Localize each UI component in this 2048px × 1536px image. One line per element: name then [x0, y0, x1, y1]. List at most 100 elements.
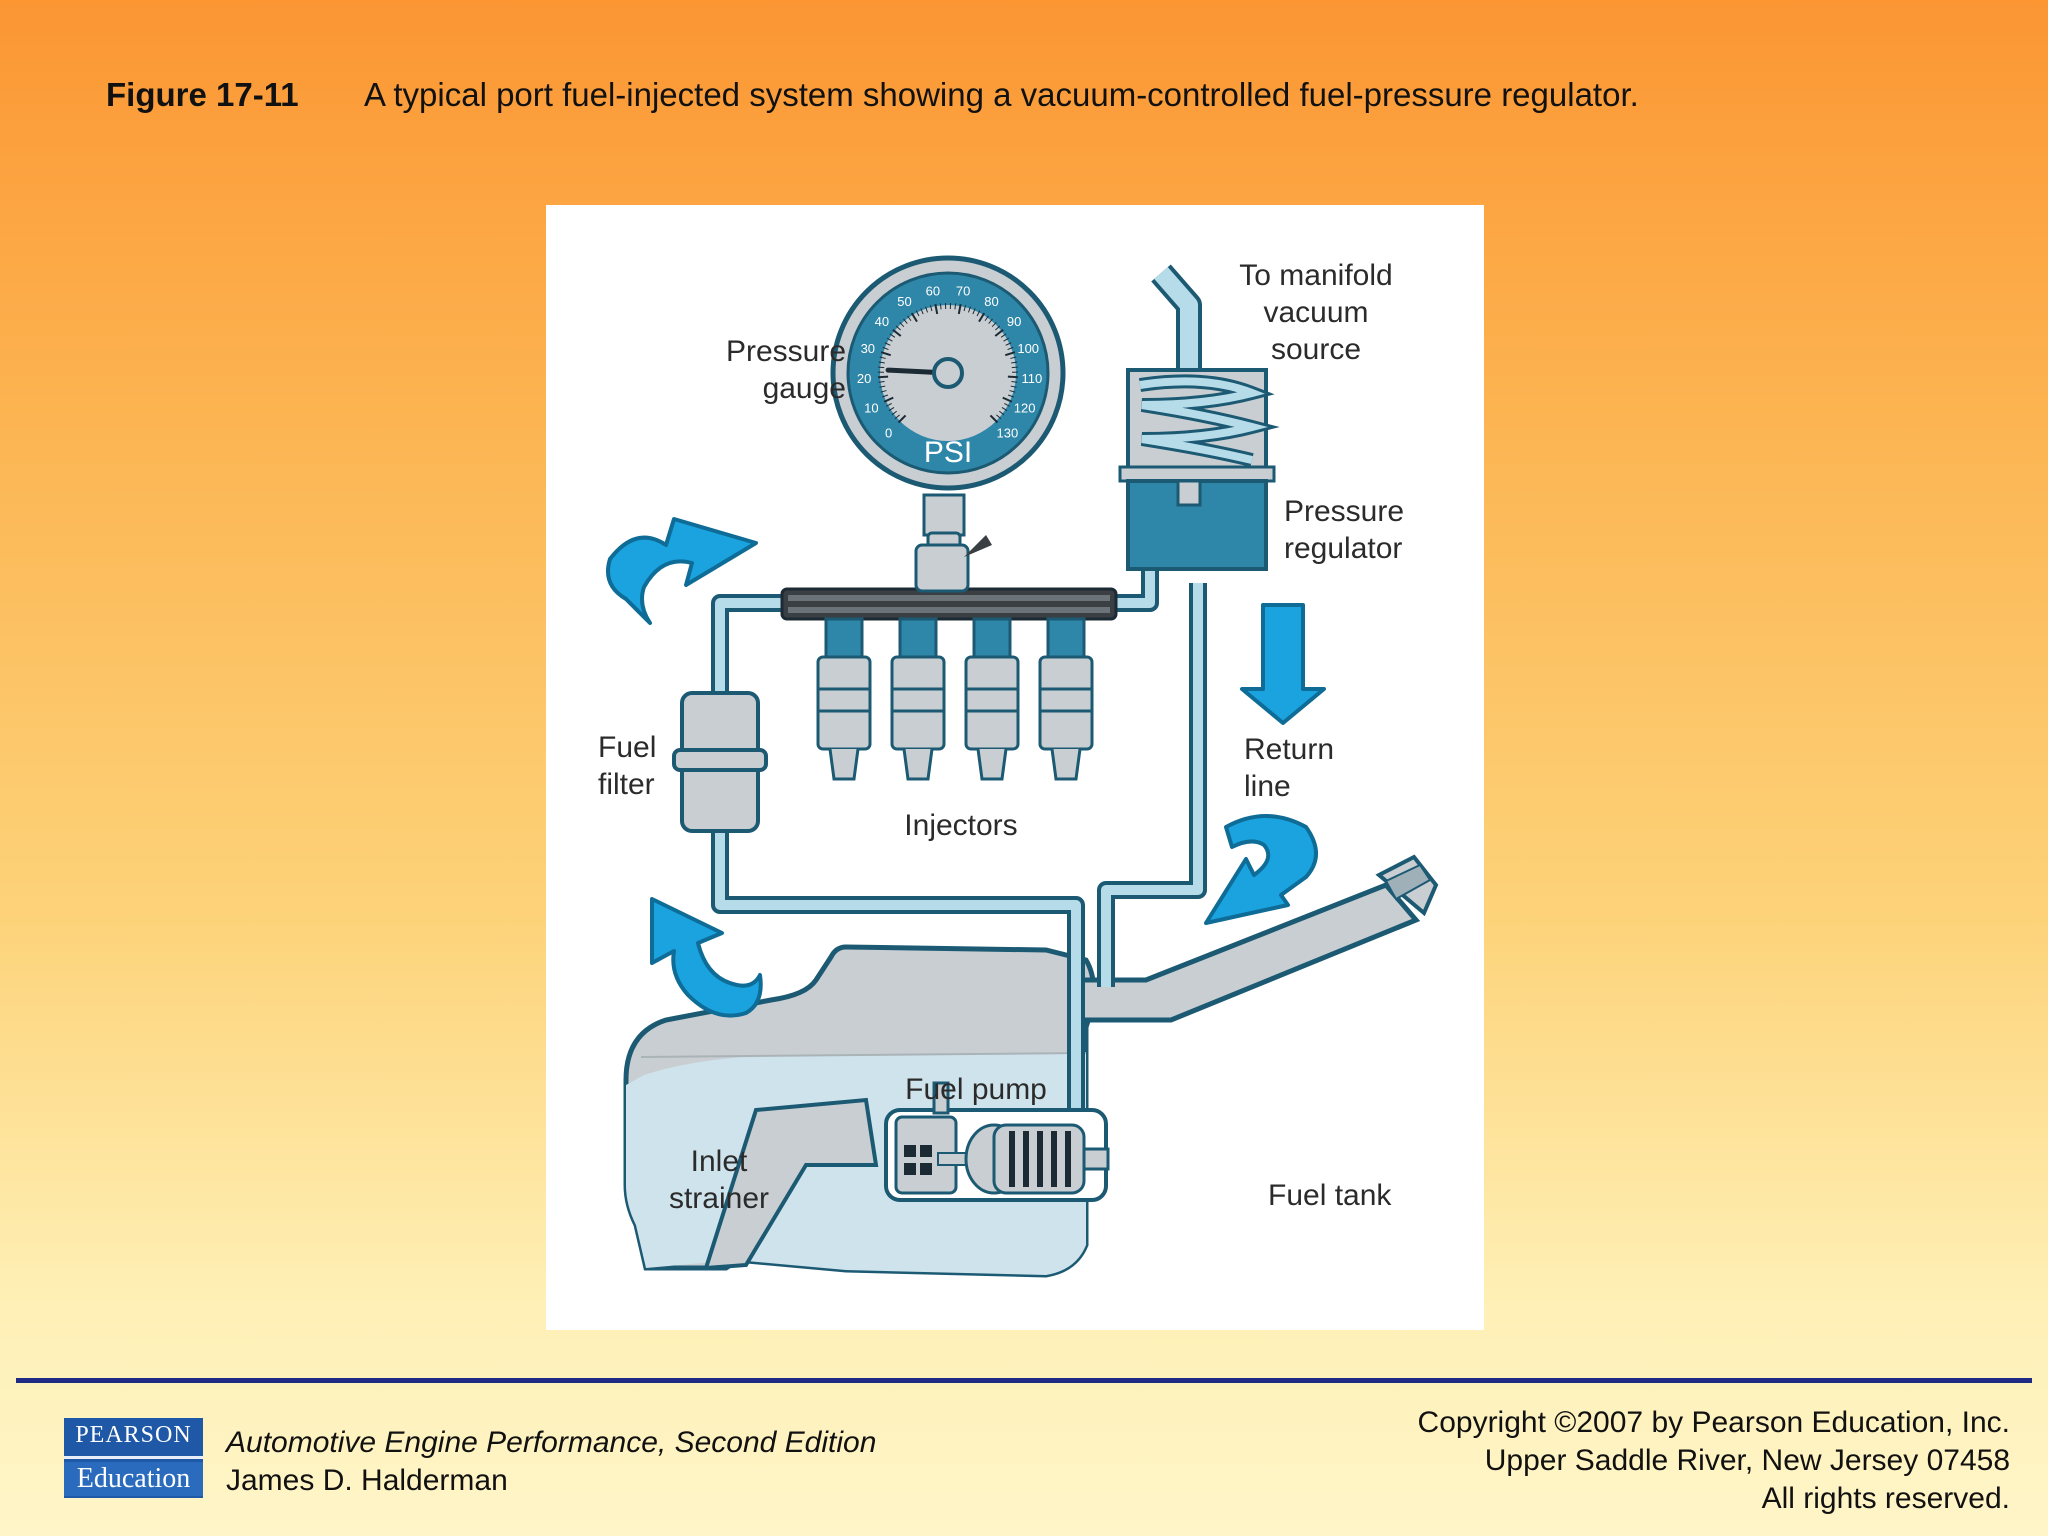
gauge-tick [963, 305, 967, 312]
gauge-tick [897, 414, 907, 424]
gauge-tick [880, 351, 892, 357]
gauge-tick-label: 20 [857, 371, 871, 386]
gauge-tick-label: 90 [1007, 314, 1021, 329]
fuel-pump [703, 1081, 1110, 1271]
gauge-tick [882, 394, 889, 398]
caption-text: A typical port fuel-injected system show… [364, 76, 1639, 113]
gauge-tick [899, 321, 905, 328]
gauge-tick-label: 80 [984, 294, 998, 309]
gauge-tick [894, 414, 900, 420]
flow-arrow-icon [650, 897, 763, 1018]
gauge-tick [889, 333, 896, 338]
gauge-tick-label: 30 [861, 341, 875, 356]
book-title: Automotive Engine Performance, Second Ed… [226, 1426, 877, 1459]
gauge-tick-label: 100 [1017, 341, 1039, 356]
gauge-tick [988, 318, 993, 324]
gauge-tick [1004, 402, 1010, 407]
pearson-education-logo: PEARSON Education [64, 1418, 203, 1498]
gauge-tick [1003, 337, 1010, 342]
label-fuel-filter: Fuel filter [598, 731, 657, 801]
gauge-tick [891, 410, 897, 416]
gauge-tick-label: 70 [956, 283, 970, 298]
gauge-tick [882, 346, 889, 351]
gauge-tick [879, 356, 886, 359]
gauge-tick [915, 310, 920, 317]
label-fuel-pump: Fuel pump [905, 1073, 1047, 1106]
gauge-tick [884, 342, 891, 346]
gauge-tick [939, 303, 942, 310]
book-author: James D. Halderman [226, 1464, 508, 1497]
label-pressure-regulator: Pressure regulator [1284, 495, 1405, 565]
gauge-tick [1011, 361, 1018, 364]
gauge-tick-label: 110 [1021, 371, 1042, 386]
gauge-tick [880, 390, 887, 393]
gauge-tick [976, 310, 981, 317]
label-injectors: Injectors [904, 809, 1018, 842]
gauge-tick [1011, 380, 1018, 383]
gauge-tick-label: 50 [897, 294, 911, 309]
injector [816, 617, 872, 781]
gauge-tick [1011, 366, 1018, 369]
gauge-tick [910, 312, 918, 323]
gauge-tick [978, 312, 986, 323]
copyright-notice: Copyright ©2007 by Pearson Education, In… [1417, 1406, 2010, 1515]
footer-divider [16, 1378, 2032, 1383]
gauge-tick [984, 315, 989, 322]
gauge-tick [878, 380, 885, 383]
injector [1038, 617, 1094, 781]
gauge-tick [925, 306, 928, 313]
gauge-tick [929, 305, 933, 312]
gauge-tick [886, 402, 892, 407]
gauge-tick-label: 10 [864, 400, 878, 415]
gauge-tick-label: 60 [926, 283, 940, 298]
gauge-tick [1004, 351, 1016, 357]
gauge-tick [903, 318, 908, 324]
gauge-tick [1005, 342, 1012, 346]
injector [890, 617, 946, 781]
gauge-tick-label: 120 [1014, 400, 1036, 415]
figure-number: Figure 17-11 [106, 76, 299, 113]
gauge-tick-label: 130 [997, 425, 1019, 440]
gauge-tick [907, 315, 912, 322]
flow-arrows [606, 517, 1326, 1018]
flow-arrow-icon [606, 517, 758, 625]
gauge-tick [888, 407, 895, 412]
gauge-tick [895, 325, 901, 331]
label-to-manifold-vacuum-source: To manifold vacuum source [1239, 259, 1393, 366]
gauge-tick [1010, 356, 1017, 359]
gauge-tick [883, 396, 894, 403]
gauge-tick [1000, 333, 1007, 338]
flow-arrow-icon [1240, 603, 1326, 725]
gauge-tick [999, 410, 1005, 416]
label-fuel-tank: Fuel tank [1268, 1179, 1392, 1212]
gauge-tick-label: 40 [875, 314, 889, 329]
gauge-tick [1007, 346, 1014, 351]
gauge-unit-label: PSI [924, 436, 972, 469]
gauge-tick [989, 414, 999, 424]
gauge-tick [892, 329, 902, 337]
gauge-tick [1007, 394, 1014, 398]
gauge-tick [994, 329, 1004, 337]
gauge-tick [968, 306, 971, 313]
flow-arrow-icon [1204, 814, 1318, 925]
gauge-tick [996, 414, 1002, 420]
gauge-tick [1010, 385, 1017, 388]
gauge-tick [878, 375, 889, 379]
gauge-tick [879, 385, 886, 388]
label-pressure-gauge: Pressure gauge [725, 335, 846, 405]
gauge-tick [1001, 407, 1008, 412]
fuel-filter [672, 691, 768, 833]
gauge-tick [1002, 396, 1013, 403]
gauge-tick [878, 361, 885, 364]
gauge-tick-label: 0 [885, 425, 892, 440]
gauge-tick [934, 303, 939, 315]
label-return-line: Return line [1244, 733, 1335, 803]
injector [964, 617, 1020, 781]
pressure-regulator [1118, 368, 1280, 571]
gauge-tick [957, 303, 962, 315]
gauge-tick [972, 308, 976, 315]
gauge-tick [954, 303, 957, 310]
